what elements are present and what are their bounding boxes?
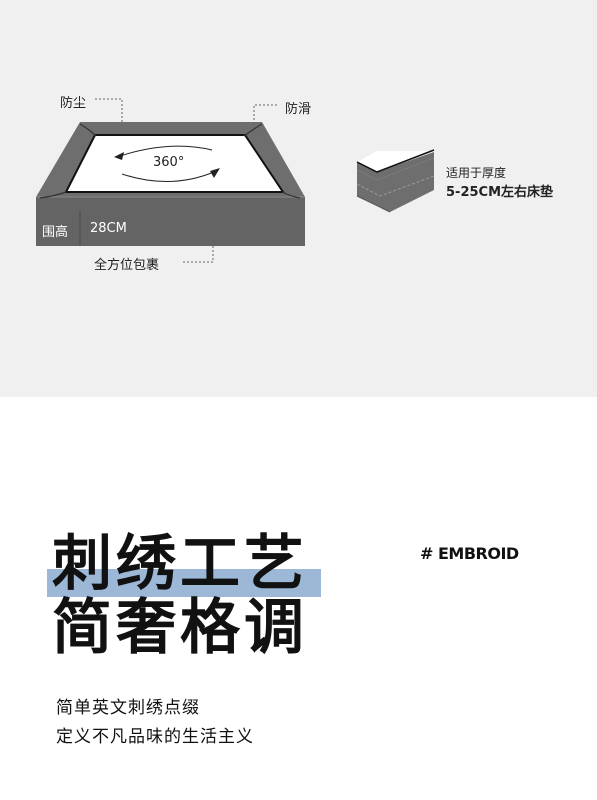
description-line-1: 简单英文刺绣点缀 <box>56 698 200 718</box>
mattress-cover-diagram <box>36 98 435 263</box>
heading-line-2: 简奢格调 <box>52 593 308 663</box>
heading-accent-bar <box>47 569 321 597</box>
sheet-front-band <box>36 197 305 246</box>
dust-label: 防尘 <box>60 96 87 111</box>
height-title-label: 围高 <box>42 225 69 240</box>
wrap-label: 全方位包裹 <box>94 258 160 273</box>
antislip-label: 防滑 <box>285 102 312 117</box>
rotation-label: 360° <box>153 155 185 170</box>
corner-detail-illustration <box>356 149 435 213</box>
fit-range-label: 5-25CM左右床垫 <box>446 185 554 200</box>
height-value-label: 28CM <box>90 221 127 236</box>
dust-leader <box>95 98 123 126</box>
fit-thickness-label: 适用于厚度 <box>446 166 507 180</box>
rotation-arrow-bottom <box>121 171 215 182</box>
rotation-arrow-top <box>119 145 213 157</box>
description-line-2: 定义不凡品味的生活主义 <box>56 727 254 747</box>
wrap-leader <box>183 234 214 263</box>
product-diagram-panel: 防尘 防滑 360° 围高 28CM 全方位包裹 适用于厚度 5-25CM左右床… <box>0 0 597 397</box>
heading-line-1: 刺绣工艺 <box>52 529 308 599</box>
embroid-tag: # EMBROID <box>420 544 519 563</box>
